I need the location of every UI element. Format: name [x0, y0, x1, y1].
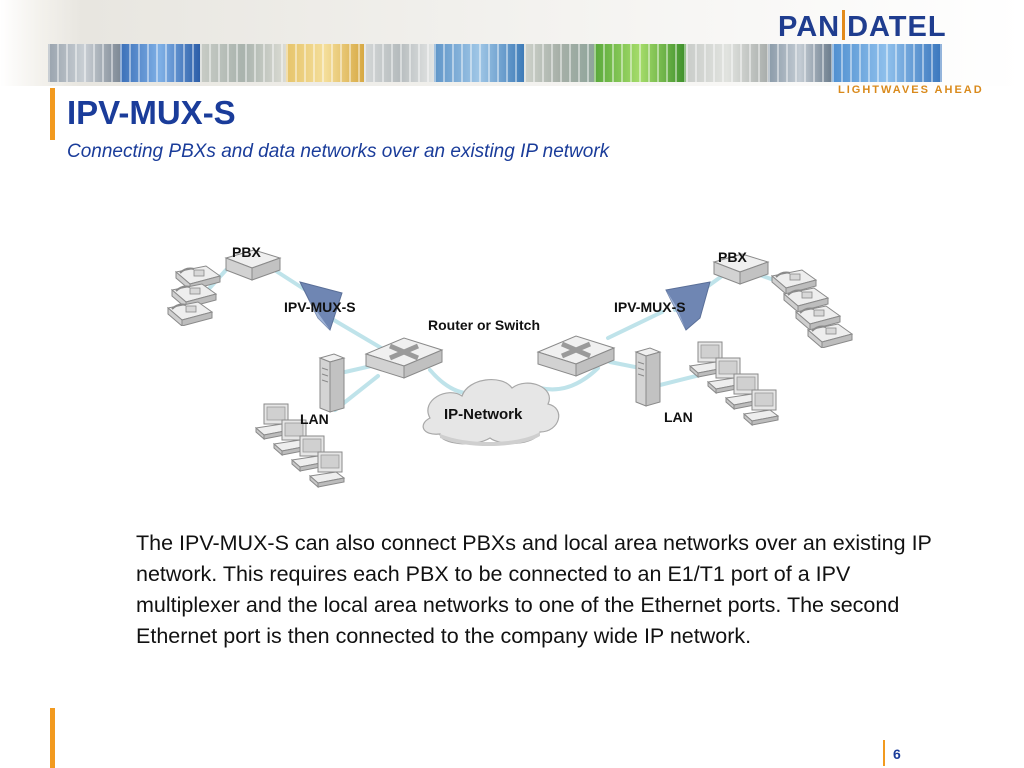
banner-photo-strip: [524, 44, 594, 82]
mux-left-label: IPV-MUX-S: [284, 299, 356, 315]
pbx-left-label: PBX: [232, 244, 261, 260]
ip-network-label: IP-Network: [444, 406, 523, 423]
server-left-icon: [319, 353, 345, 413]
title-accent-bar: [50, 88, 55, 140]
phone-icon: [167, 301, 213, 326]
server-right-icon: [635, 347, 661, 407]
ip-network-cloud: [422, 379, 560, 447]
banner-photo-strip: [200, 44, 286, 82]
banner-photo-strip: [594, 44, 686, 82]
router-right-icon: [538, 336, 614, 376]
router-label: Router or Switch: [428, 317, 540, 333]
header-banner: [0, 0, 1024, 86]
banner-photo-strip: [48, 44, 120, 82]
page-number-divider: [883, 740, 885, 766]
banner-photo-strip: [686, 44, 768, 82]
logo-tagline: LIGHTWAVES AHEAD: [838, 84, 984, 96]
banner-photo-strip: [364, 44, 434, 82]
page-subtitle: Connecting PBXs and data networks over a…: [67, 141, 610, 162]
banner-photo-strip: [286, 44, 364, 82]
mux-right-label: IPV-MUX-S: [614, 299, 686, 315]
banner-photo-strip: [832, 44, 942, 82]
banner-photo-strip: [434, 44, 524, 82]
page-number: 6: [893, 746, 901, 762]
mux-right-device: [665, 281, 711, 331]
footer-accent-bar: [50, 708, 55, 768]
page-title: IPV-MUX-S: [67, 94, 236, 131]
lan-right-label: LAN: [664, 409, 693, 425]
lan-left-label: LAN: [300, 411, 329, 427]
pbx-right-label: PBX: [718, 249, 747, 265]
banner-photo-strip: [120, 44, 200, 82]
banner-photo-strip: [768, 44, 832, 82]
description-paragraph: The IPV-MUX-S can also connect PBXs and …: [136, 531, 932, 648]
